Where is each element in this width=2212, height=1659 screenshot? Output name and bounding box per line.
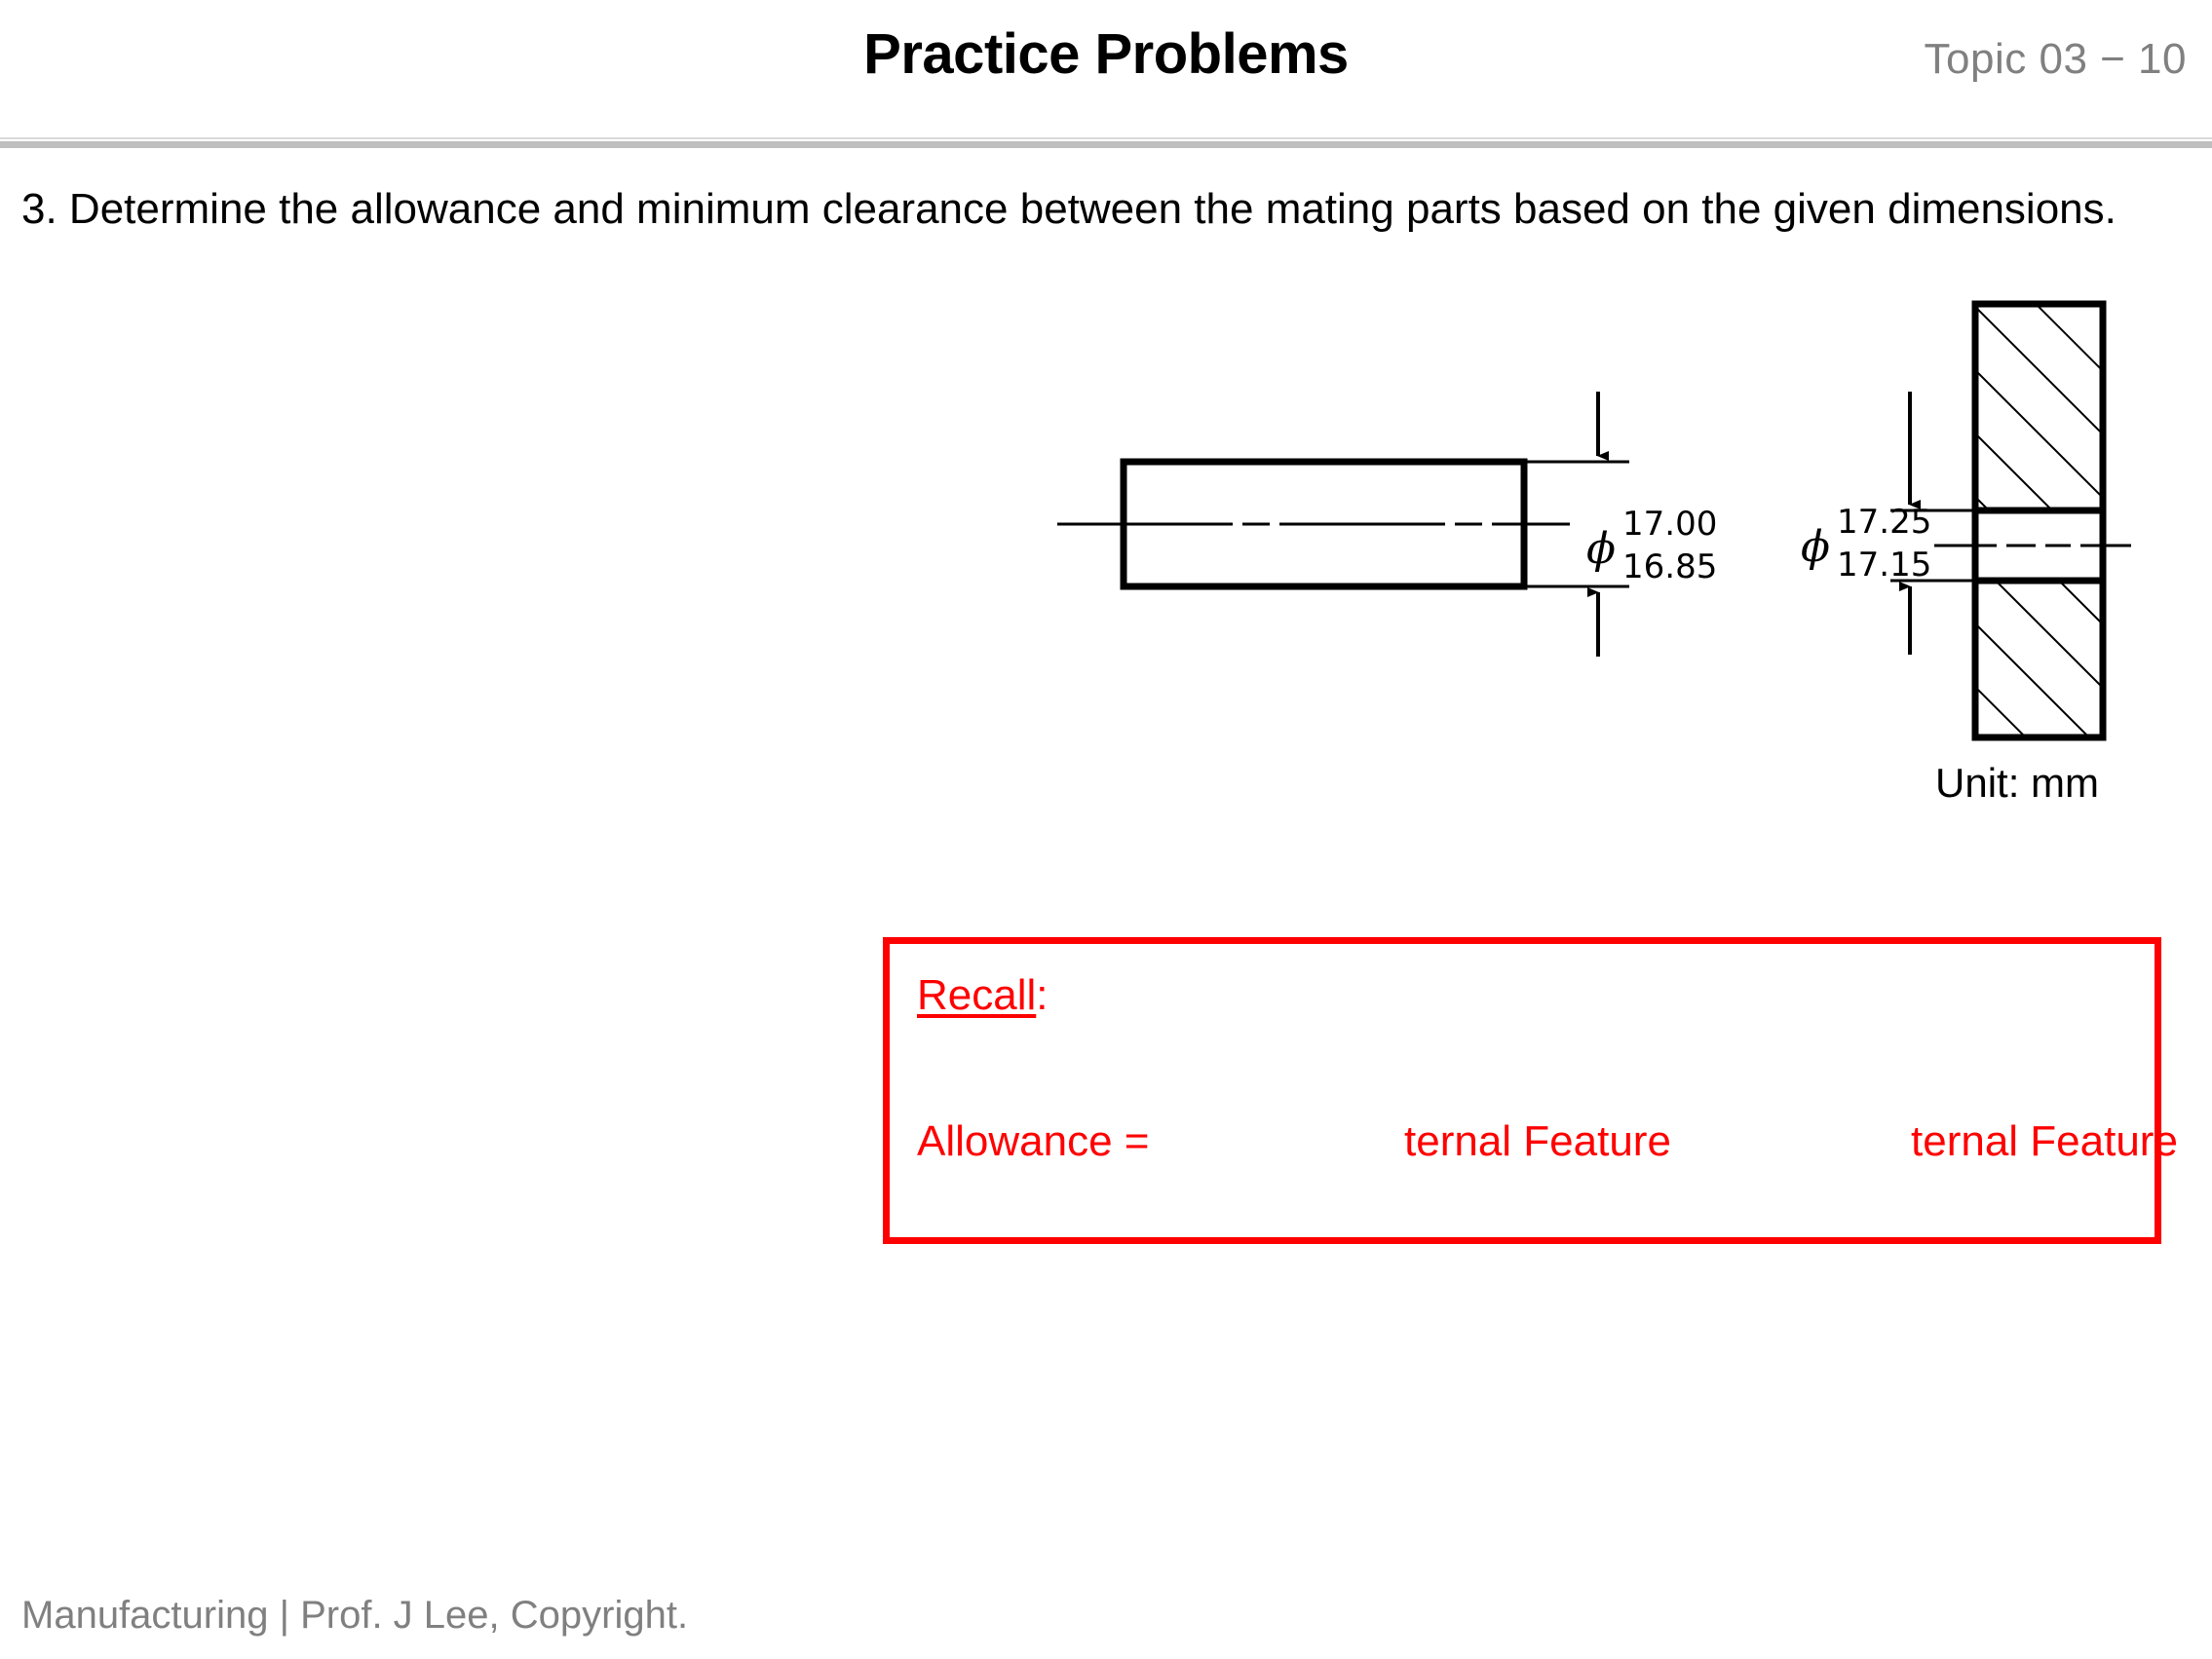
slide-footer: Manufacturing | Prof. J Lee, Copyright. <box>21 1594 689 1637</box>
shaft-dimension-annotation <box>1524 392 1629 657</box>
technical-drawing: ϕ 17.00 16.85 ϕ 17.25 17.15 <box>1052 273 2202 818</box>
unit-note: Unit: mm <box>1935 760 2099 806</box>
allowance-term-external: ternal Feature <box>1911 1117 2178 1165</box>
recall-callout-box: Recall: Allowance = ternal Feature terna… <box>883 937 2178 1244</box>
block-upper-hatched <box>1971 300 2107 514</box>
hole-dimension-values: 17.25 17.15 <box>1837 501 1931 586</box>
shaft-upper-limit: 17.00 <box>1622 505 1718 544</box>
block-lower-hatched <box>1971 577 2107 741</box>
shaft-part-view <box>1057 458 1594 590</box>
header-divider-thick <box>0 141 2212 148</box>
hole-part-section-view <box>1934 300 2146 741</box>
recall-heading-word: Recall <box>917 971 1037 1019</box>
allowance-formula-row: Allowance = ternal Feature ternal Featur… <box>917 1117 2178 1172</box>
hole-diameter-symbol: ϕ <box>1801 522 1830 572</box>
slide-header: Practice Problems Topic 03 − 10 <box>0 0 2212 148</box>
topic-label: Topic 03 − 10 <box>1924 35 2187 83</box>
recall-heading: Recall: <box>917 971 1049 1020</box>
allowance-term-internal: ternal Feature <box>1404 1117 1671 1165</box>
hole-lower-limit: 17.15 <box>1837 546 1932 584</box>
recall-heading-colon: : <box>1036 971 1049 1019</box>
hole-upper-limit: 17.25 <box>1837 503 1932 542</box>
allowance-label: Allowance = <box>917 1117 1150 1165</box>
question-statement: 3. Determine the allowance and minimum c… <box>21 185 2117 233</box>
shaft-dimension-values: 17.00 16.85 <box>1622 503 1717 588</box>
shaft-lower-limit: 16.85 <box>1622 547 1718 586</box>
hole-dimension-annotation <box>1890 392 1980 655</box>
page-title: Practice Problems <box>863 22 1349 86</box>
shaft-diameter-symbol: ϕ <box>1586 524 1616 574</box>
header-divider-thin <box>0 137 2212 139</box>
engineering-drawing-svg <box>1057 300 2146 741</box>
